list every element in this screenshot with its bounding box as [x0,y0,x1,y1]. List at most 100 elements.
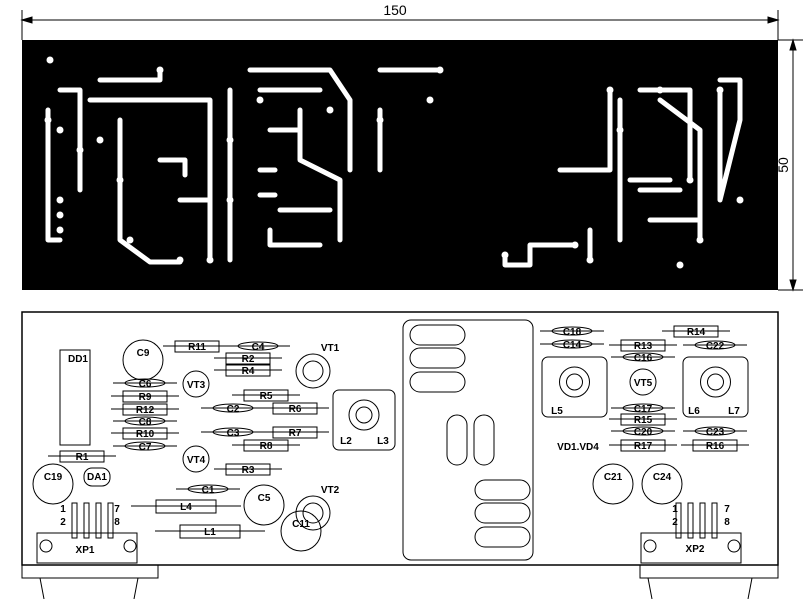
xp2-connector-body [639,565,779,599]
pad [206,256,214,264]
component-label: R14 [687,327,706,338]
mounting-slot [474,526,531,548]
pin-label: 7 [114,504,120,515]
component-c5 [243,484,285,526]
component-label: C1 [202,485,215,496]
screw-icon [727,539,741,553]
mounting-slot [409,371,466,393]
component-c21 [592,463,634,505]
mounting-slot [409,324,466,346]
component-label: R3 [242,465,255,476]
pad [226,196,234,204]
component-l4 [131,499,241,514]
component-c4 [226,341,290,351]
component-r15 [609,413,677,426]
component-c23 [683,426,747,436]
pad [606,86,614,94]
height-dimension [778,38,803,292]
pad [656,86,664,94]
component-label: C14 [563,340,582,351]
component-vt1 [295,353,331,389]
component-label: L6 [688,406,700,417]
mounting-slot [473,414,495,466]
xp2-pins [640,502,742,564]
component-label: XP1 [76,545,95,556]
width-dimension [20,10,780,40]
component-label: R7 [289,428,302,439]
component-label: L5 [551,406,563,417]
component-label: C18 [563,327,582,338]
component-label: C23 [706,427,725,438]
xp1-connector-body [21,565,159,599]
component-r12 [111,403,179,416]
pad [226,136,234,144]
component-label: XP2 [686,544,705,555]
pad [716,86,724,94]
component-label: VT2 [321,485,340,496]
pin-label: 7 [724,504,730,515]
component-label: C19 [44,472,63,483]
component-vt2 [295,495,331,531]
pad [256,96,264,104]
component-label: L4 [180,502,192,513]
component-label: R17 [634,441,653,452]
component-label: R6 [289,404,302,415]
component-r16 [681,439,749,452]
component-r9 [111,390,179,403]
pad [116,176,124,184]
width-dimension-label: 150 [383,2,407,18]
component-label: R5 [260,391,273,402]
component-c18 [540,326,604,336]
component-r2 [214,352,282,365]
component-r7 [261,426,329,439]
pad [326,106,334,114]
component-label: R12 [136,405,155,416]
pin-label: 1 [60,504,66,515]
component-label: C16 [634,353,653,364]
component-label: C7 [139,442,152,453]
component-label: L7 [728,406,740,417]
component-r13 [609,339,677,352]
component-c8 [113,416,177,426]
component-c3 [201,427,265,437]
mounting-slot [409,347,466,369]
mounting-slot [446,414,468,466]
component-c20 [611,426,675,436]
component-r11 [163,340,231,353]
pin-label: 8 [724,517,730,528]
component-c19 [32,463,74,505]
component-label: C5 [258,493,271,504]
component-label: C9 [137,348,150,359]
component-label: C4 [252,342,265,353]
pad [56,211,64,219]
coil-frame [332,389,396,451]
component-label: C24 [653,472,672,483]
pad [96,136,104,144]
coil-frame [682,356,749,418]
pin-label: 8 [114,517,120,528]
component-label: C17 [634,404,653,415]
component-r6 [261,402,329,415]
component-dd1 [59,349,91,446]
pad [686,176,694,184]
copper-traces [45,67,743,268]
pad [44,116,52,124]
component-label: R15 [634,415,653,426]
height-dimension-label: 50 [775,157,791,173]
component-label: C6 [139,379,152,390]
component-r17 [609,439,677,452]
component-vt4 [182,445,210,473]
component-label: R8 [260,441,273,452]
mounting-slot [474,502,531,524]
component-r4 [214,364,282,377]
component-c24 [641,463,683,505]
component-vt5 [629,368,657,396]
component-label: VT3 [187,380,206,391]
copper-pads [44,56,744,269]
pad [586,256,594,264]
component-label: R16 [706,441,725,452]
component-label: C20 [634,427,653,438]
coil-frame [541,356,608,418]
component-label: R10 [136,429,155,440]
